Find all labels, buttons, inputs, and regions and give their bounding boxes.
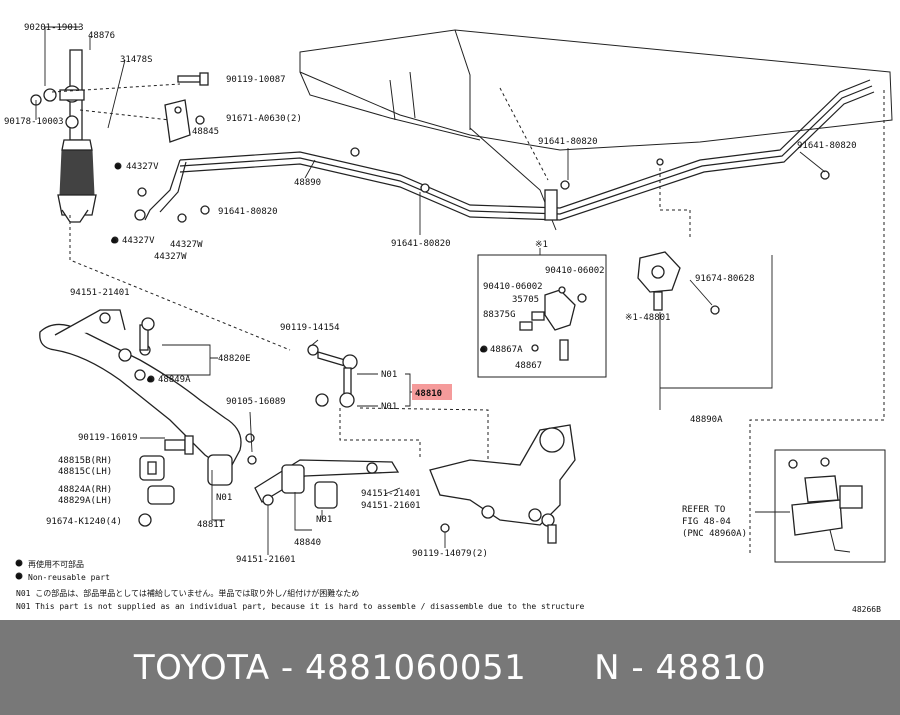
pump-module [774,449,886,563]
separator: - [269,647,305,688]
label: 94151-21601 [361,501,421,511]
label: 48849A [158,375,191,385]
inset-box-48801 [477,254,607,378]
label: 91641-80820 [538,137,598,147]
label: ● [16,572,22,582]
label: 90178-10003 [4,117,64,127]
label: 48890A [690,415,723,425]
label: ● [16,559,22,569]
spacer [526,648,594,688]
label: N01 [381,402,397,412]
label: N01 [216,493,232,503]
label: 44327V [122,236,155,246]
label: 48829A(LH) [58,496,112,506]
label: ● [147,375,153,385]
brand-name: TOYOTA [133,647,270,688]
label: 91641-80820 [218,207,278,217]
parts-diagram: 90201-19013 48876 31478S 90119-10087 916… [4,23,893,614]
label: ※1-48801 [625,313,670,323]
label: ● [480,345,486,355]
footer-text: TOYOTA - 4881060051 N - 48810 [134,648,766,688]
label: 91671-A0630(2) [226,114,302,124]
label: 48810 [415,389,442,399]
label: 94151-21401 [70,288,130,298]
label: ● [115,162,121,172]
hydraulic-pipe-48890 [134,79,875,223]
non-reusable-markers [15,162,488,580]
label: ● [111,236,117,246]
label: 90410-06002 [545,266,605,276]
label: 48815B(RH) [58,456,112,466]
label: 48867A [490,345,523,355]
note-non-reusable-jp: 再使用不可部品 [28,559,84,569]
note-n01-en: N01 This part is not supplied as an indi… [16,602,585,611]
label: 44327W [170,240,203,250]
label: 48867 [515,361,542,371]
part-number-footer: TOYOTA - 4881060051 N - 48810 [0,620,900,715]
label: 91674-80628 [695,274,755,284]
label: 48815C(LH) [58,467,112,477]
label: (PNC 48960A) [682,529,747,539]
label: 48876 [88,31,115,41]
label: 90119-16019 [78,433,138,443]
vehicle-body-outline [299,29,893,231]
link-48810 [307,344,358,408]
label: N01 [381,370,397,380]
label: 90201-19013 [24,23,84,33]
stabilizer-bar [39,309,242,469]
part-number: 4881060051 [304,647,527,688]
label: 94151-21601 [236,555,296,565]
label: N01 [316,515,332,525]
callout-labels: 90201-19013 48876 31478S 90119-10087 916… [4,23,857,582]
valve-48801 [637,251,720,315]
highlight-48810 [412,384,452,400]
bolt-upper [177,72,209,86]
label: FIG 48-04 [682,517,731,527]
label: 48845 [192,127,219,137]
label: 48820E [218,354,251,364]
label: 44327W [154,252,187,262]
bushings [138,433,257,527]
label: 88375G [483,310,516,320]
label: 48824A(RH) [58,485,112,495]
label: 94151-21401 [361,489,421,499]
reference-number: N - 48810 [594,647,767,688]
diagram-id: 48266B [852,605,881,614]
shock-absorber [30,49,97,223]
note-non-reusable-en: Non-reusable part [28,573,110,582]
footnotes: 再使用不可部品 Non-reusable part N01 この部品は、部品単品… [16,559,881,614]
label: 48890 [294,178,321,188]
lower-arm-knuckle [429,424,576,544]
label: 91641-80820 [391,239,451,249]
label: ※1 [535,240,548,250]
note-n01-jp: N01 この部品は、部品単品としては補給していません。単品では取り外し/組付けが… [16,588,359,598]
label: 31478S [120,55,153,65]
label: 90119-14154 [280,323,340,333]
label: 44327V [126,162,159,172]
label: 90410-06002 [483,282,543,292]
label: 35705 [512,295,539,305]
bracket-48845 [164,99,205,143]
label: 48840 [294,538,321,548]
label: 91674-K1240(4) [46,517,122,527]
label: REFER TO [682,505,725,515]
label: 90119-14079(2) [412,549,488,559]
label: 48811 [197,520,224,530]
label: 90119-10087 [226,75,286,85]
label: 91641-80820 [797,141,857,151]
label: 90105-16089 [226,397,286,407]
